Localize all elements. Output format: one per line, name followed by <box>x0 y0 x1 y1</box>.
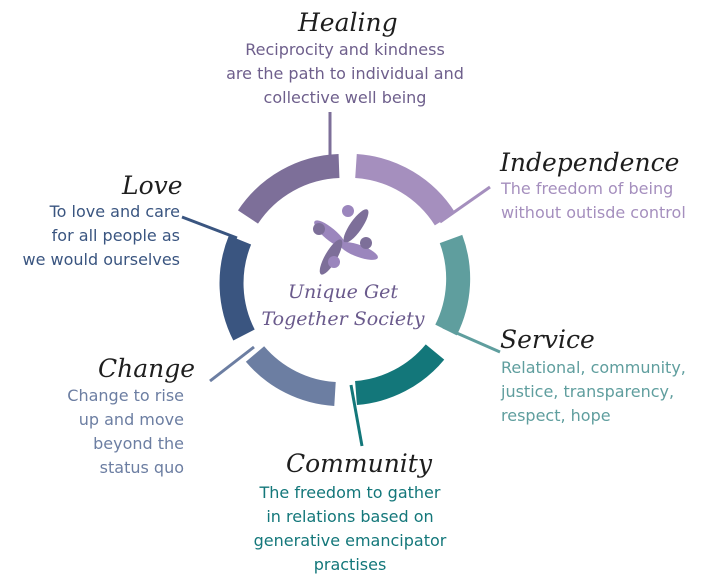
independence-arc <box>354 154 456 226</box>
society-logo-icon <box>313 205 378 275</box>
change-title: Change <box>98 354 196 383</box>
healing-title: Healing <box>298 8 398 37</box>
community-arc <box>354 344 445 405</box>
love-title: Love <box>122 171 183 200</box>
love-description: To love and care for all people as we wo… <box>22 202 181 269</box>
change-arc <box>245 345 337 406</box>
healing-arc <box>237 154 340 224</box>
healing-description: Reciprocity and kindness are the path to… <box>226 40 464 107</box>
community-title: Community <box>286 449 432 478</box>
independence-title: Independence <box>500 148 680 177</box>
love-arc <box>219 235 255 341</box>
society-name: Unique Get Together Society <box>261 281 425 330</box>
change-connector <box>209 345 255 383</box>
independence-description: The freedom of being without outisde con… <box>501 179 686 222</box>
love-connector <box>181 215 238 240</box>
service-description: Relational, community, justice, transpar… <box>501 358 686 425</box>
community-connector <box>349 384 364 447</box>
community-description: The freedom to gather in relations based… <box>253 483 447 574</box>
service-arc <box>435 234 471 336</box>
service-title: Service <box>500 325 595 354</box>
change-description: Change to rise up and move beyond the st… <box>67 386 184 477</box>
